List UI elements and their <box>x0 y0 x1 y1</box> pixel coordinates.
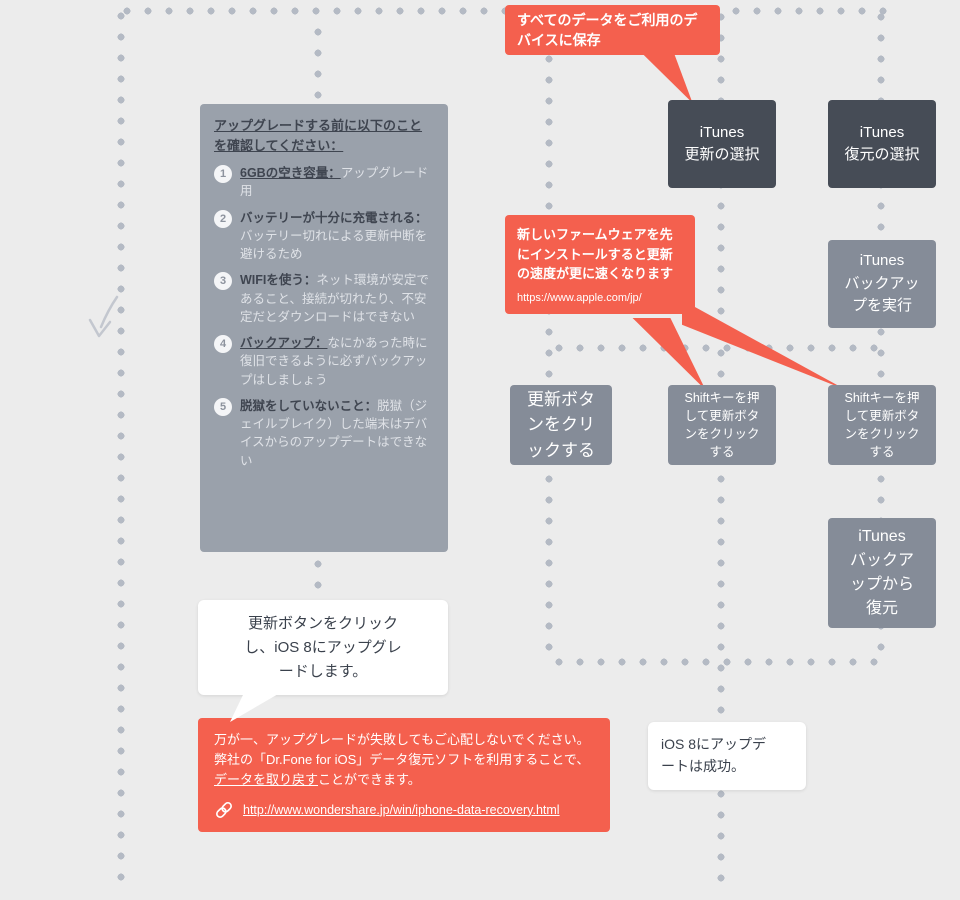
item-lead: 脱獄をしていないこと： <box>240 398 378 413</box>
item-lead: バックアップ： <box>240 336 328 350</box>
node-itunes-backup-restore: iTunes バックア ップから 復元 <box>828 518 936 628</box>
recovery-callout: 万が一、アップグレードが失敗してもご心配しないでください。弊社の「Dr.Fone… <box>198 718 610 833</box>
node-label: iTunes 更新の選択 <box>684 123 760 164</box>
save-callout-tail <box>641 53 693 103</box>
item-body: アップグレード用 <box>240 166 429 199</box>
dotted-line-checklist-bottom <box>314 554 322 600</box>
save-data-callout: すべてのデータをご利用のデバイスに保存 <box>505 5 720 55</box>
node-label: 更新ボタ ンをクリ ックする <box>527 389 595 460</box>
success-note: iOS 8にアップデ ートは成功。 <box>648 722 806 790</box>
item-lead: WIFIを使う： <box>240 273 317 288</box>
item-number-badge: 3 <box>214 272 232 291</box>
dotted-line-low-horizontal <box>549 658 885 666</box>
dotted-line-mid-horizontal <box>549 344 885 352</box>
recovery-text-after: ことができます。 <box>318 772 421 788</box>
checklist-item: 2 バッテリーが十分に充電される： バッテリー切れによる更新中断を避けるため <box>214 209 434 264</box>
checklist-item: 1 6GBの空き容量：アップグレード用 <box>214 164 434 201</box>
down-arrow-icon <box>88 295 119 338</box>
node-itunes-backup-run: iTunes バックアッ プを実行 <box>828 240 936 328</box>
dotted-line-top-horizontal <box>117 7 887 15</box>
save-data-callout-text: すべてのデータをご利用のデバイスに保存 <box>517 11 698 48</box>
item-lead: 6GBの空き容量： <box>240 166 341 180</box>
dotted-line-left-vertical <box>117 6 125 894</box>
upgrade-note-text: 更新ボタンをクリック し、iOS 8にアップグレ ードします。 <box>244 614 402 680</box>
node-label: iTunes バックアッ プを実行 <box>844 252 920 315</box>
success-note-text: iOS 8にアップデ ートは成功。 <box>661 736 767 774</box>
dotted-line-col5-vertical <box>877 7 885 663</box>
node-click-update-button: 更新ボタ ンをクリ ックする <box>510 385 612 465</box>
node-itunes-restore-select: iTunes 復元の選択 <box>828 100 936 188</box>
node-label: iTunes バックア ップから 復元 <box>849 528 914 617</box>
pre-upgrade-checklist-panel: アップグレードする前に以下のことを確認してください： 1 6GBの空き容量：アッ… <box>200 104 448 552</box>
recovery-url[interactable]: http://www.wondershare.jp/win/iphone-dat… <box>243 802 560 817</box>
apple-link[interactable]: https://www.apple.com/jp/ <box>517 291 642 304</box>
item-body: 脱獄（ジェイルブレイク）した端末はデバイスからのアップデートはできない <box>240 398 428 468</box>
recovery-text-highlight: データを取り戻す <box>214 772 319 788</box>
item-number-badge: 4 <box>214 335 232 353</box>
item-number-badge: 2 <box>214 209 232 228</box>
recovery-link-row: http://www.wondershare.jp/win/iphone-dat… <box>214 800 594 820</box>
node-shift-click-update-left: Shiftキーを押 して更新ボタ ンをクリック する <box>668 385 776 465</box>
upgrade-note: 更新ボタンをクリック し、iOS 8にアップグレ ードします。 <box>198 600 448 695</box>
item-lead: バッテリーが十分に充電される： <box>240 210 428 225</box>
recovery-text-before: 万が一、アップグレードが失敗してもご心配しないでください。弊社の「Dr.Fone… <box>214 732 590 768</box>
node-shift-click-update-right: Shiftキーを押 して更新ボタ ンをクリック する <box>828 385 936 465</box>
checklist-item: 5 脱獄をしていないこと：脱獄（ジェイルブレイク）した端末はデバイスからのアップ… <box>214 397 434 470</box>
firmware-callout: 新しいファームウェアを先にインストールすると更新の速度が更に速くなります htt… <box>505 215 695 314</box>
item-body: バッテリー切れによる更新中断を避けるため <box>240 228 428 261</box>
checklist-item: 4 バックアップ：なにかあった時に復旧できるように必ずバックアップはしましょう <box>214 334 434 389</box>
dotted-line-checklist-top <box>314 22 322 102</box>
firmware-callout-text: 新しいファームウェアを先にインストールすると更新の速度が更に速くなります <box>517 227 674 281</box>
item-body: なにかあった時に復旧できるように必ずバックアップはしましょう <box>240 336 428 387</box>
node-label: Shiftキーを押 して更新ボタ ンをクリック する <box>844 390 920 460</box>
node-label: Shiftキーを押 して更新ボタ ンをクリック する <box>684 390 760 460</box>
node-itunes-update-select: iTunes 更新の選択 <box>668 100 776 188</box>
recovery-text: 万が一、アップグレードが失敗してもご心配しないでください。弊社の「Dr.Fone… <box>214 730 594 790</box>
dotted-line-col3-vertical <box>545 7 553 663</box>
link-icon <box>216 802 232 819</box>
checklist-title: アップグレードする前に以下のことを確認してください： <box>214 118 423 153</box>
node-label: iTunes 復元の選択 <box>844 123 920 164</box>
item-number-badge: 1 <box>214 165 232 183</box>
item-number-badge: 5 <box>214 397 232 416</box>
checklist-item: 3 WIFIを使う：ネット環境が安定であること、接続が切れたり、不安定だとダウン… <box>214 271 434 326</box>
item-body: ネット環境が安定であること、接続が切れたり、不安定だとダウンロードはできない <box>240 273 429 324</box>
